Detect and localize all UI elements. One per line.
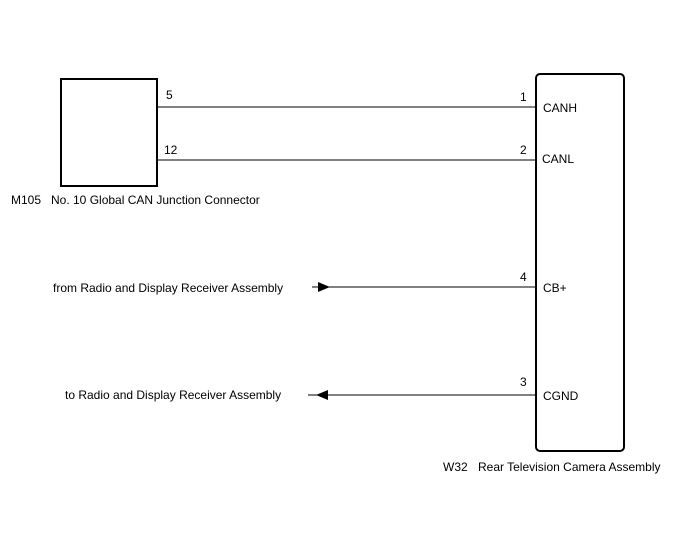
w32-component-code: W32	[443, 460, 468, 474]
w32-terminal-canl-label: CANL	[542, 152, 574, 166]
w32-terminal-2-number: 2	[520, 143, 527, 157]
to-radio-label: to Radio and Display Receiver Assembly	[65, 388, 281, 402]
m105-connector-code: M105	[11, 193, 41, 207]
w32-component-name: Rear Television Camera Assembly	[478, 460, 661, 474]
m105-connector-box	[60, 78, 158, 187]
from-radio-label: from Radio and Display Receiver Assembly	[53, 281, 283, 295]
w32-terminal-cgnd-label: CGND	[543, 389, 579, 403]
outgoing-arrow-icon	[316, 390, 328, 400]
m105-connector-name: No. 10 Global CAN Junction Connector	[51, 193, 260, 207]
incoming-arrow-icon	[318, 282, 330, 292]
w32-terminal-cb-plus-label: CB+	[543, 281, 567, 295]
w32-component-box	[535, 73, 625, 452]
w32-terminal-canh-label: CANH	[543, 101, 577, 115]
w32-terminal-1-number: 1	[520, 90, 527, 104]
m105-pin-12-number: 12	[164, 143, 178, 157]
w32-terminal-3-number: 3	[520, 375, 527, 389]
w32-terminal-4-number: 4	[520, 270, 527, 284]
m105-pin-5-number: 5	[166, 88, 173, 102]
